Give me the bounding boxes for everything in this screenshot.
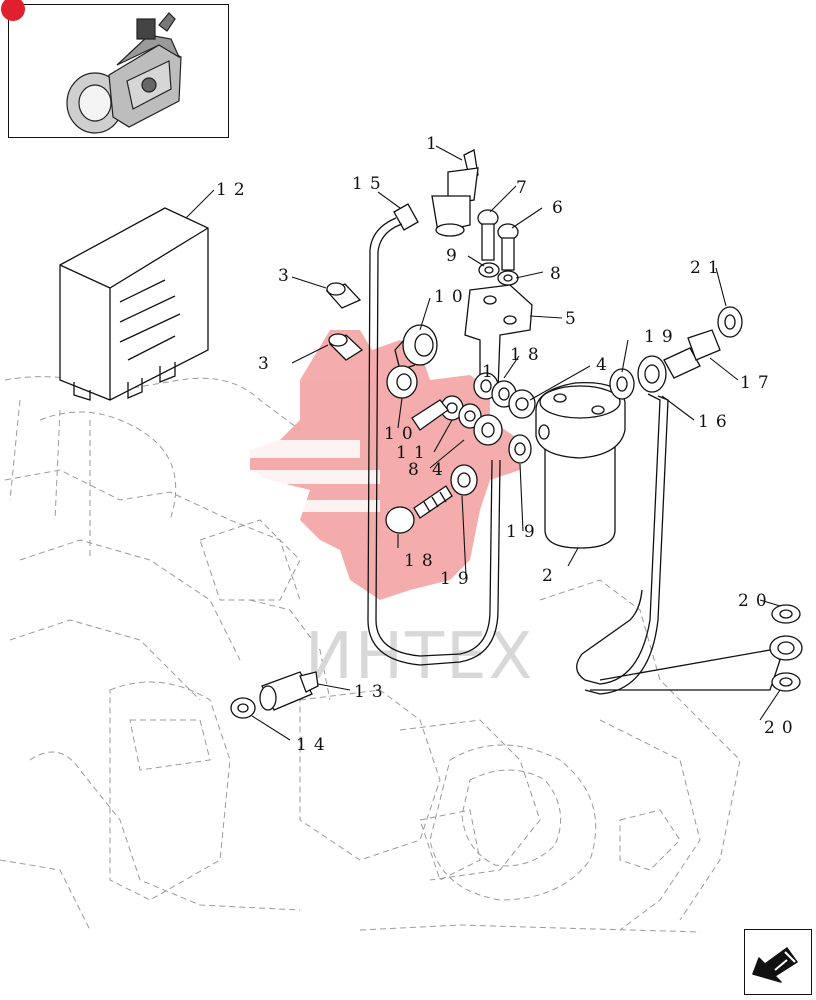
part-14-washer xyxy=(230,697,256,719)
engine-thumbnail[interactable] xyxy=(1,0,229,138)
back-navigation-button[interactable] xyxy=(744,929,812,995)
callout-5: 5 xyxy=(565,309,583,329)
part-8-washer xyxy=(497,270,519,286)
part-10-banjo-lower xyxy=(386,365,418,399)
part-6-bolt xyxy=(497,223,519,271)
callout-6: 6 xyxy=(552,198,570,218)
callout-8-lower: 8 xyxy=(408,460,426,480)
washer-cluster xyxy=(411,372,536,496)
leader-lines xyxy=(185,145,781,741)
callout-1: 1 xyxy=(426,134,444,154)
watermark-logo xyxy=(240,330,520,600)
callout-4-upper: 4 xyxy=(596,355,614,375)
callout-10-lower: 10 xyxy=(384,424,420,444)
part-12-control-unit xyxy=(59,207,209,401)
callout-9: 9 xyxy=(446,246,464,266)
part-15-fuel-pipe xyxy=(367,203,501,666)
callout-20-upper: 20 xyxy=(738,591,774,611)
callout-11: 11 xyxy=(396,443,432,463)
callout-2: 2 xyxy=(542,566,560,586)
callout-8-upper: 8 xyxy=(550,264,568,284)
engine-thumbnail-icon xyxy=(66,12,182,134)
callout-20-lower: 20 xyxy=(764,718,800,738)
part-10-banjo-upper xyxy=(394,324,438,371)
watermark-text: ИНТЕХ xyxy=(305,620,534,694)
callout-18-upper: 18 xyxy=(510,345,546,365)
part-1-sensor-fitting xyxy=(431,149,479,237)
callout-1-mid: 1 xyxy=(482,362,500,382)
callout-14: 14 xyxy=(296,735,332,755)
engine-background-outline xyxy=(0,376,741,933)
part-5-bracket xyxy=(464,284,533,396)
part-2-fuel-filter xyxy=(535,381,626,549)
callout-12: 12 xyxy=(216,180,252,200)
callout-13: 13 xyxy=(354,682,390,702)
callout-3-upper: 3 xyxy=(278,266,296,286)
callout-19-right: 19 xyxy=(644,327,680,347)
callout-18-lower: 18 xyxy=(404,551,440,571)
callout-19-mid: 19 xyxy=(506,522,542,542)
callout-3-lower: 3 xyxy=(258,354,276,374)
callout-7: 7 xyxy=(516,178,534,198)
callout-16: 16 xyxy=(698,412,734,432)
callout-4-lower: 4 xyxy=(432,460,450,480)
callout-10-upper: 10 xyxy=(434,287,470,307)
callout-17: 17 xyxy=(740,373,776,393)
callout-labels: 1 15 7 6 12 9 8 3 3 10 5 21 19 17 18 1 4… xyxy=(216,134,800,755)
part-16-return-pipe xyxy=(576,306,781,695)
part-20-washers xyxy=(769,604,803,692)
part-7-bolt xyxy=(477,209,499,261)
part-13-sender xyxy=(259,671,319,711)
part-9-washer xyxy=(478,262,500,278)
part-3-spacer-lower xyxy=(328,333,364,361)
callout-15: 15 xyxy=(352,174,388,194)
part-18-banjo-bolt xyxy=(385,485,453,534)
part-3-spacer-upper xyxy=(325,282,362,309)
callout-19-lower: 19 xyxy=(440,569,476,589)
corner-badge xyxy=(1,0,25,21)
callout-21: 21 xyxy=(690,258,726,278)
arrow-back-icon xyxy=(752,947,798,983)
